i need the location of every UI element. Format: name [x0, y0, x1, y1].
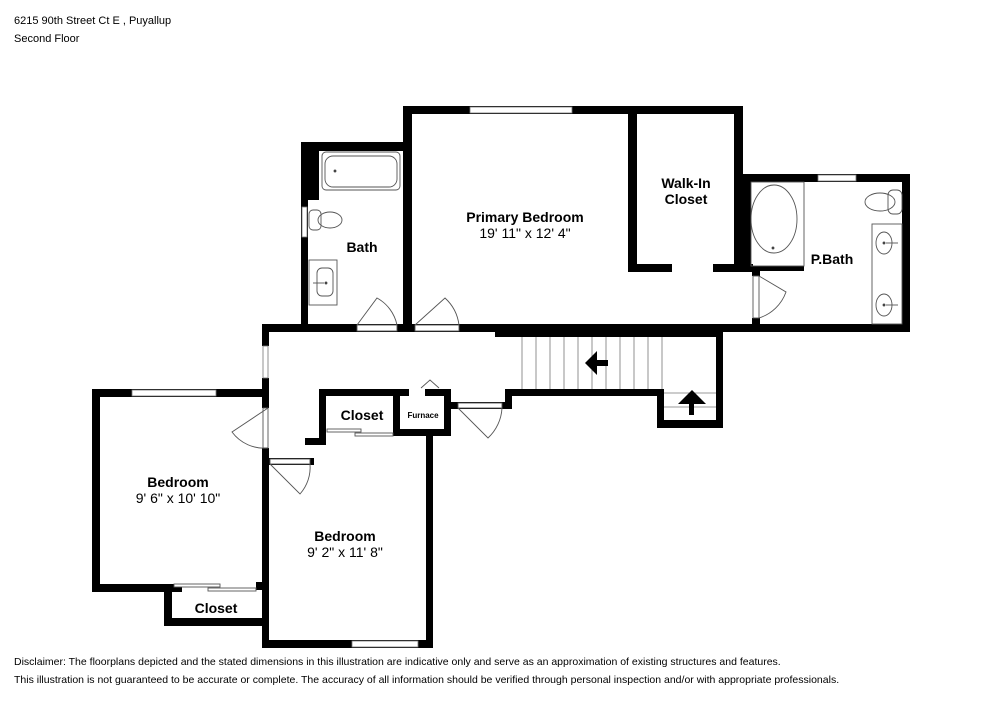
disclaimer-line-1: Disclaimer: The floorplans depicted and … [14, 656, 781, 668]
room-dims-primary-bedroom: 19' 11" x 12' 4" [479, 225, 570, 241]
pbath-toilet-icon [864, 192, 896, 212]
bathtub-icon [321, 151, 401, 191]
room-label-bedroom-left: Bedroom [147, 474, 208, 490]
room-label-primary-bedroom: Primary Bedroom [466, 209, 583, 225]
room-label-closet-hall: Closet [341, 407, 384, 423]
room-label-bath: Bath [346, 239, 377, 255]
room-label-walk-in-line1: Walk-In [661, 175, 710, 191]
room-label-furnace: Furnace [407, 411, 439, 420]
room-label-walk-in-line2: Closet [665, 191, 708, 207]
doors [173, 275, 787, 592]
double-vanity-icon [871, 223, 903, 325]
room-dims-bedroom-center: 9' 2" x 11' 8" [307, 544, 383, 560]
room-dims-bedroom-left: 9' 6" x 10' 10" [136, 490, 221, 506]
sink-icon [308, 259, 338, 306]
staircase [521, 337, 716, 408]
stair-arrow-left-icon [585, 351, 608, 375]
room-label-p-bath: P.Bath [811, 251, 854, 267]
windows [131, 106, 857, 648]
walls [92, 106, 910, 648]
property-address: 6215 90th Street Ct E , Puyallup [14, 15, 172, 27]
fixtures [308, 151, 903, 325]
floor-level: Second Floor [14, 33, 80, 45]
disclaimer-line-2: This illustration is not guaranteed to b… [14, 674, 840, 686]
room-label-closet-left: Closet [195, 600, 238, 616]
stair-arrow-up-icon [678, 390, 706, 415]
toilet-icon [317, 211, 343, 229]
room-label-bedroom-center: Bedroom [314, 528, 375, 544]
